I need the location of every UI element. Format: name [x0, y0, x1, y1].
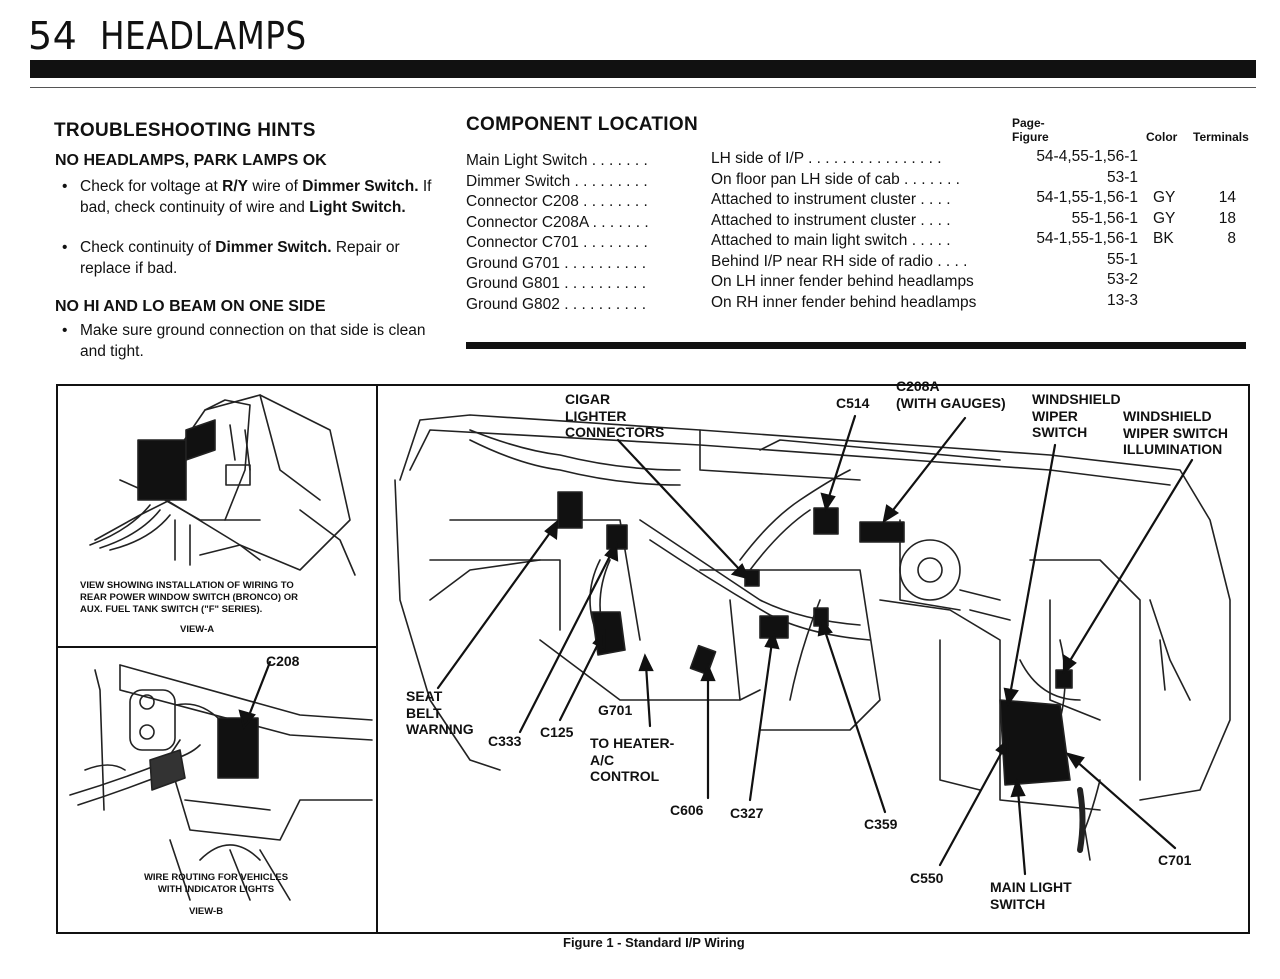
label-c208a: C208A (WITH GAUGES) — [896, 378, 1006, 411]
view-b-drawing — [69, 664, 373, 901]
page-cell: 53-2 — [1106, 271, 1138, 288]
color-cell: GY — [1153, 189, 1176, 206]
component-cell: Dimmer Switch . . . . . . . . . — [466, 172, 648, 190]
page-cell: 54-4,55-1,56-1 — [1036, 148, 1138, 165]
label-seat-belt-warning: SEAT BELT WARNING — [406, 688, 474, 737]
view-a-caption: VIEW SHOWING INSTALLATION OF WIRING TO R… — [80, 580, 298, 615]
label-wiper-switch-illumination: WINDSHIELD WIPER SWITCH ILLUMINATION — [1123, 408, 1228, 457]
view-b-label: VIEW-B — [188, 906, 224, 917]
page-column: 54-4,55-1,56-1 53-1 54-1,55-1,56-1 55-1,… — [1004, 147, 1138, 311]
table-rule — [466, 342, 1246, 349]
location-cell: Attached to instrument cluster . . . . — [711, 211, 951, 229]
location-cell: LH side of I/P . . . . . . . . . . . . .… — [711, 150, 942, 167]
pointer-lines — [238, 414, 1194, 876]
component-cell: Connector C701 . . . . . . . . — [466, 234, 648, 251]
col-page-figure: Page-Figure — [1012, 116, 1049, 144]
page-cell: 55-1,56-1 — [1071, 209, 1138, 227]
section2-heading: NO HI AND LO BEAM ON ONE SIDE — [55, 298, 326, 315]
page-cell: 54-1,55-1,56-1 — [1036, 189, 1138, 206]
page-number: 54 — [28, 14, 78, 58]
view-a-connector — [137, 439, 187, 501]
component-cell: Connector C208 . . . . . . . . — [466, 193, 648, 210]
label-c514: C514 — [836, 395, 870, 411]
header-rule — [30, 60, 1256, 78]
location-cell: On RH inner fender behind headlamps — [711, 293, 977, 311]
terminals-cell: 18 — [1218, 209, 1236, 227]
label-windshield-wiper-switch: WINDSHIELD WIPER SWITCH — [1032, 391, 1121, 440]
col-terminals: Terminals — [1193, 130, 1249, 144]
label-heater-ac-control: TO HEATER- A/C CONTROL — [590, 735, 675, 784]
component-cell: Ground G701 . . . . . . . . . . — [466, 254, 647, 272]
component-cell: Main Light Switch . . . . . . . — [466, 152, 648, 169]
location-cell: Attached to main light switch . . . . . — [711, 232, 951, 249]
label-c333: C333 — [488, 733, 522, 749]
terminals-column: 14 18 8 — [1200, 188, 1236, 250]
label-c125: C125 — [540, 724, 574, 740]
component-cell: Ground G801 . . . . . . . . . . — [466, 275, 647, 292]
view-b-connector — [217, 717, 259, 779]
troubleshooting-title: TROUBLESHOOTING HINTS — [54, 120, 316, 141]
color-cell: GY — [1153, 209, 1176, 227]
label-c327: C327 — [730, 805, 764, 821]
label-c606: C606 — [670, 802, 704, 818]
section1-bullet2: •Check continuity of Dimmer Switch. Repa… — [62, 239, 400, 277]
page-cell: 13-3 — [1106, 291, 1138, 309]
page-cell: 53-1 — [1106, 168, 1138, 186]
label-cigar-lighter-connectors: CIGAR LIGHTER CONNECTORS — [565, 391, 665, 440]
terminals-cell: 14 — [1218, 189, 1236, 206]
page-title: HEADLAMPS — [100, 14, 307, 58]
section1-bullet1: •Check for voltage at R/Y wire of Dimmer… — [62, 178, 432, 216]
label-c550: C550 — [910, 870, 944, 886]
location-cell: Behind I/P near RH side of radio . . . . — [711, 252, 968, 270]
label-g701: G701 — [598, 702, 633, 718]
page-cell: 55-1 — [1106, 250, 1138, 268]
figure-caption: Figure 1 - Standard I/P Wiring — [563, 935, 745, 950]
location-cell: On floor pan LH side of cab . . . . . . … — [711, 170, 960, 188]
label-main-light-switch: MAIN LIGHT SWITCH — [990, 879, 1072, 912]
main-light-switch-body — [999, 699, 1071, 786]
page-cell: 54-1,55-1,56-1 — [1036, 230, 1138, 247]
section1-heading: NO HEADLAMPS, PARK LAMPS OK — [55, 152, 327, 169]
section2-bullet1: •Make sure ground connection on that sid… — [62, 322, 426, 360]
component-column: Main Light Switch . . . . . . . Dimmer S… — [466, 151, 694, 315]
label-c359: C359 — [864, 816, 898, 832]
view-a-label: VIEW-A — [180, 624, 215, 635]
component-cell: Connector C208A . . . . . . . — [466, 213, 649, 231]
location-cell: On LH inner fender behind headlamps — [711, 273, 974, 290]
main-dashboard-drawing — [394, 414, 1231, 861]
color-cell: BK — [1153, 230, 1174, 247]
terminals-cell: 8 — [1227, 230, 1236, 247]
col-color: Color — [1146, 130, 1178, 144]
view-b-panel — [56, 646, 378, 934]
color-column: GY GY BK — [1153, 188, 1193, 250]
location-column: LH side of I/P . . . . . . . . . . . . .… — [711, 149, 1003, 313]
location-cell: Attached to instrument cluster . . . . — [711, 191, 951, 208]
label-c701: C701 — [1158, 852, 1192, 868]
view-a-drawing — [89, 394, 356, 576]
header-thin-rule — [30, 87, 1256, 88]
view-b-caption: WIRE ROUTING FOR VEHICLES WITH INDICATOR… — [143, 872, 289, 895]
component-location-title: COMPONENT LOCATION — [466, 114, 698, 135]
component-cell: Ground G802 . . . . . . . . . . — [466, 295, 647, 313]
view-b-c208-label: C208 — [266, 653, 300, 669]
